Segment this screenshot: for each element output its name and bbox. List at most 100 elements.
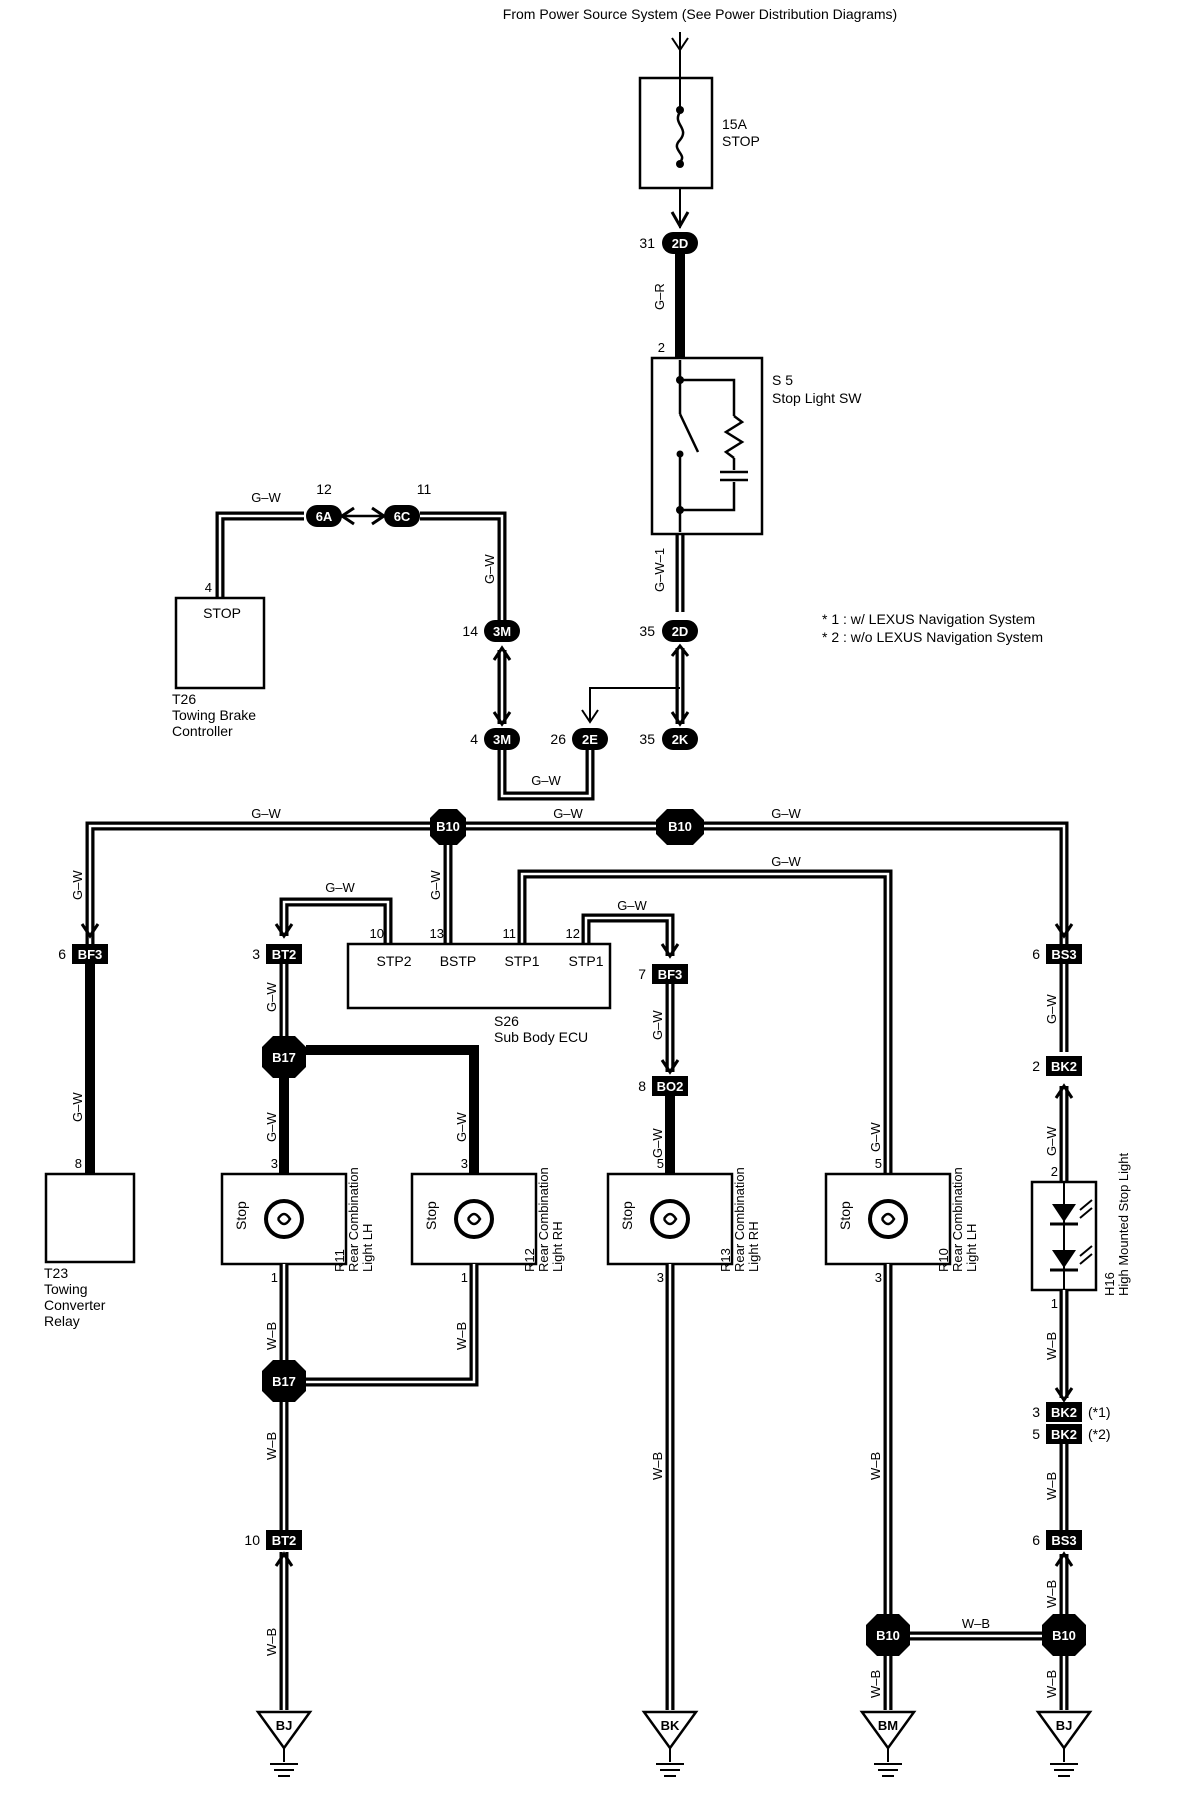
svg-text:Rear Combination: Rear Combination	[536, 1167, 551, 1272]
svg-text:R11: R11	[332, 1249, 347, 1272]
wire-color-wb-bj2: W–B	[1044, 1670, 1059, 1698]
connector-bk2-top: BK2 2	[1032, 1056, 1082, 1076]
sub-body-ecu: STP2 BSTP STP1 STP1 10 13 11 12	[346, 926, 612, 1010]
svg-text:BJ: BJ	[276, 1718, 293, 1733]
svg-text:11: 11	[417, 481, 432, 497]
ground-bj-right: BJ	[1035, 1710, 1093, 1777]
svg-text:6C: 6C	[394, 509, 411, 524]
wire-color-gw-6c: G–W	[482, 554, 497, 584]
stop-sw-id: S 5	[772, 372, 793, 388]
connector-bs3-bot: BS3 6	[1032, 1530, 1082, 1550]
svg-text:5: 5	[875, 1156, 882, 1171]
wire-color-wb-b17: W–B	[264, 1432, 279, 1460]
svg-text:STP1: STP1	[568, 953, 603, 969]
wire-color-gw1: G–W–1	[652, 548, 667, 592]
stop-light-switch	[650, 356, 764, 536]
fuse-name: STOP	[722, 133, 760, 149]
svg-text:1: 1	[461, 1270, 468, 1285]
svg-text:(*2): (*2)	[1088, 1426, 1111, 1442]
svg-text:3M: 3M	[493, 732, 511, 747]
wire-color-wb-bs3: W–B	[1044, 1580, 1059, 1608]
towing-converter-relay	[44, 1172, 136, 1264]
ecu-name: Sub Body ECU	[494, 1029, 588, 1045]
note-2: * 2 : w/o LEXUS Navigation System	[822, 629, 1043, 645]
h16-name: High Mounted Stop Light	[1116, 1153, 1131, 1296]
svg-text:B10: B10	[1052, 1628, 1076, 1643]
wire-stp1-bf3	[581, 913, 680, 959]
wire-b17-r11-r12	[279, 1045, 479, 1174]
connector-2d-top: 2D 31	[639, 232, 698, 254]
junction-b17-top: B17	[262, 1036, 306, 1078]
wire-3m-2e-loop	[492, 645, 595, 801]
wire-color-wb-r12: W–B	[454, 1322, 469, 1350]
lamp-r13: Stop 5 3 R13 Rear Combination Light RH	[606, 1156, 761, 1285]
svg-text:BS3: BS3	[1051, 947, 1076, 962]
wire-color-gw-bs3: G–W	[1044, 994, 1059, 1024]
junction-b10-ground-right: B10	[1042, 1614, 1086, 1656]
svg-text:2D: 2D	[672, 236, 689, 251]
svg-text:Rear Combination: Rear Combination	[732, 1167, 747, 1272]
wire-color-gw-t23: G–W	[70, 1092, 85, 1122]
wire-color-gw-bstp: G–W	[428, 870, 443, 900]
svg-text:3: 3	[271, 1156, 278, 1171]
wire-color-wb-r10-bot: W–B	[868, 1670, 883, 1698]
svg-text:11: 11	[503, 926, 517, 941]
ground-bj-left: BJ	[255, 1710, 313, 1777]
ecu-id: S26	[494, 1013, 519, 1029]
svg-text:BK: BK	[661, 1718, 680, 1733]
svg-text:3: 3	[875, 1270, 882, 1285]
svg-text:2K: 2K	[672, 732, 689, 747]
h16-pin-out: 1	[1051, 1296, 1058, 1311]
wire-color-gw-bt2: G–W	[264, 982, 279, 1012]
svg-text:B10: B10	[436, 819, 460, 834]
svg-text:35: 35	[639, 623, 655, 639]
svg-text:STP1: STP1	[504, 953, 539, 969]
t23-name-l1: Towing	[44, 1281, 88, 1297]
svg-text:14: 14	[462, 623, 478, 639]
t26-id: T26	[172, 691, 196, 707]
lamp-r10: Stop 5 3 R10 Rear Combination Light LH	[824, 1156, 979, 1285]
svg-text:12: 12	[566, 926, 580, 941]
note-1: * 1 : w/ LEXUS Navigation System	[822, 611, 1035, 627]
svg-text:Rear Combination: Rear Combination	[950, 1167, 965, 1272]
wire-r10-ground	[883, 1264, 1042, 1710]
junction-b10-left: B10	[430, 809, 466, 845]
svg-text:B17: B17	[272, 1374, 296, 1389]
wire-color-gw-bus-1: G–W	[251, 806, 281, 821]
connector-bt2-top: BT2 3	[252, 944, 302, 964]
connector-bk2-a: BK2 3 (*1)	[1032, 1402, 1111, 1422]
svg-text:R13: R13	[718, 1248, 733, 1272]
h16-pin-in: 2	[1051, 1164, 1058, 1179]
svg-text:3: 3	[461, 1156, 468, 1171]
svg-text:4: 4	[470, 731, 478, 747]
wire-stp2-bt2	[274, 897, 393, 944]
bus-top	[85, 821, 1069, 944]
wire-color-wb-r13: W–B	[650, 1452, 665, 1480]
svg-text:6A: 6A	[316, 509, 333, 524]
svg-text:BK2: BK2	[1051, 1427, 1077, 1442]
connector-2e: 2E 26	[550, 728, 608, 750]
wire-color-wb-r11: W–B	[264, 1322, 279, 1350]
wire-color-gw-stp1b: G–W	[617, 898, 647, 913]
connector-bk2-b: BK2 5 (*2)	[1032, 1424, 1111, 1444]
wire-color-gw-left: G–W	[70, 870, 85, 900]
connector-2d-bot: 2D 35	[639, 620, 698, 657]
connector-bf3-mid: BF3 7	[638, 964, 688, 984]
svg-text:BJ: BJ	[1056, 1718, 1073, 1733]
svg-text:B10: B10	[876, 1628, 900, 1643]
t26-terminal: STOP	[203, 605, 241, 621]
t26-pin: 4	[205, 580, 212, 595]
svg-text:7: 7	[638, 966, 646, 982]
svg-text:BT2: BT2	[272, 947, 297, 962]
wire-color-gw-loop: G–W	[531, 773, 561, 788]
svg-text:31: 31	[639, 235, 655, 251]
wire-color-gr: G–R	[652, 283, 667, 310]
fuse-15a-stop	[638, 76, 714, 190]
svg-text:Rear Combination: Rear Combination	[346, 1167, 361, 1272]
svg-text:8: 8	[638, 1078, 646, 1094]
t26-name-l2: Controller	[172, 723, 233, 739]
svg-text:BF3: BF3	[658, 967, 683, 982]
svg-text:3: 3	[657, 1270, 664, 1285]
lamp-r11: Stop 3 1 R11 Rear Combination Light LH	[220, 1156, 375, 1285]
svg-text:5: 5	[657, 1156, 664, 1171]
